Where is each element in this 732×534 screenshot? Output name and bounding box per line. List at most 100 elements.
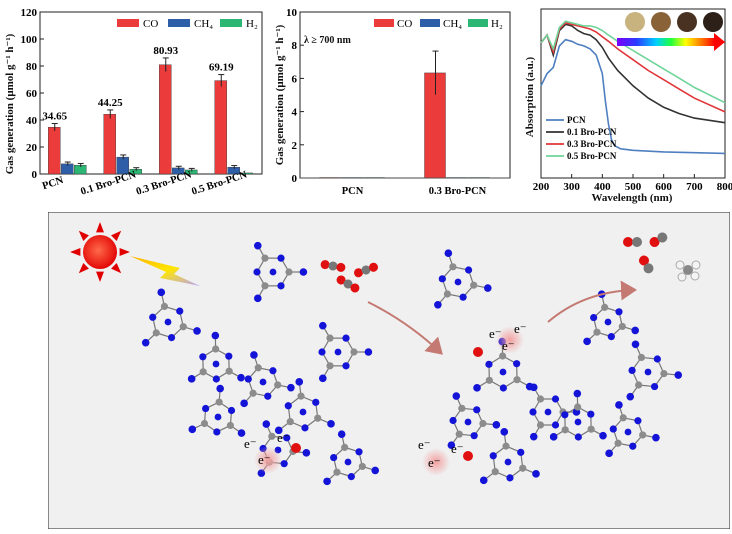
nitrogen-atom [202, 405, 209, 412]
x-tick-label: 500 [625, 181, 642, 193]
nitrogen-atom [253, 268, 260, 275]
nitrogen-atom [445, 249, 453, 257]
x-tick-label: 200 [533, 181, 550, 193]
electron-label: e⁻ [428, 455, 441, 470]
bar-CO-PCN [48, 127, 60, 174]
carbon-atom [227, 422, 234, 429]
carbon-atom [153, 329, 160, 336]
nitrogen-atom [225, 353, 232, 360]
nitrogen-atom [473, 384, 481, 392]
nitrogen-atom [631, 327, 639, 335]
legend-label-co: CO [143, 18, 158, 30]
y-tick-label: 80 [26, 61, 38, 73]
y-tick-label: 8 [292, 40, 298, 52]
carbon-atom [180, 323, 187, 330]
data-label: 34.65 [42, 111, 67, 123]
carbon-atom [614, 440, 621, 447]
y-tick-label: 6 [292, 73, 298, 85]
nitrogen-atom [513, 360, 520, 367]
electron-label: e⁻ [277, 430, 290, 445]
nitrogen-atom [615, 308, 622, 315]
electron-label: e⁻ [514, 321, 527, 336]
x-tick-label: 800 [717, 181, 732, 193]
nitrogen-atom [212, 332, 220, 340]
chart-c-ylabel: Absorption (a.u.) [524, 56, 536, 137]
carbon-atom [458, 405, 465, 412]
nitrogen-atom [216, 385, 224, 393]
nitrogen-atom [312, 399, 319, 406]
nitrogen-atom [629, 443, 636, 450]
chart-a-ylabel: Gas generation (μmol g⁻¹ h⁻¹) [4, 33, 16, 174]
carbon-atom [212, 345, 219, 352]
nitrogen-atom [615, 401, 623, 409]
carbon-atom [359, 463, 366, 470]
photocatalysis-mechanism-scheme: e⁻ e⁻ e⁻ e⁻ e⁻ e⁻ e⁻ e⁻ e⁻ [48, 212, 730, 529]
nitrogen-atom [608, 333, 615, 340]
nitrogen-atom [193, 327, 201, 335]
y-tick-label: 4 [292, 107, 298, 119]
nitrogen-atom [342, 335, 349, 342]
carbon-atom [326, 362, 333, 369]
y-tick-label: 60 [26, 88, 38, 100]
nitrogen-atom [168, 334, 175, 341]
legend-label-h2: H₂ [491, 18, 503, 30]
x-tick-label: PCN [342, 186, 364, 197]
carbon-atom [513, 376, 520, 383]
y-tick-label: 20 [26, 142, 38, 154]
carbon-atom [314, 415, 321, 422]
carbon-atom [449, 263, 456, 270]
nitrogen-atom [599, 432, 607, 440]
carbon-atom [574, 403, 581, 410]
carbon-atom [492, 468, 499, 475]
carbon-atom [326, 335, 333, 342]
oxygen-dopant-atom [291, 443, 301, 453]
nitrogen-atom [654, 355, 661, 362]
nitrogen-atom [473, 406, 480, 413]
x-tick-label: 600 [655, 181, 672, 193]
nitrogen-atom [652, 434, 660, 442]
nitrogen-atom [485, 361, 492, 368]
chart-b-legend: CO CH₄ H₂ [374, 18, 503, 30]
nitrogen-atom [626, 393, 634, 401]
nitrogen-atom [199, 353, 206, 360]
nitrogen-atom [157, 289, 165, 297]
nitrogen-atom [228, 407, 235, 414]
electron-label: e⁻ [489, 326, 502, 341]
nitrogen-atom [355, 448, 362, 455]
carbon-atom [274, 381, 281, 388]
carbon-atom [537, 421, 544, 428]
carbon-atom [486, 377, 493, 384]
nitrogen-atom [342, 362, 349, 369]
nitrogen-atom [215, 414, 222, 421]
chart-b-ylabel: Gas generation (μmol g⁻¹ h⁻¹) [274, 24, 286, 165]
nitrogen-atom [632, 340, 640, 348]
nitrogen-atom [262, 420, 270, 428]
nitrogen-atom [459, 294, 466, 301]
carbon-atom [268, 433, 275, 440]
nitrogen-atom [628, 367, 635, 374]
nitrogen-atom [625, 429, 632, 436]
legend-label-ch4: CH₄ [443, 18, 462, 30]
sun-icon [70, 222, 130, 282]
nitrogen-atom [651, 383, 658, 390]
electron-label: e⁻ [451, 441, 464, 456]
nitrogen-atom [254, 295, 262, 303]
nitrogen-atom [270, 269, 277, 276]
nitrogen-atom [545, 409, 552, 416]
nitrogen-atom [465, 419, 472, 426]
carbon-atom [200, 368, 207, 375]
y-tick-label: 2 [292, 140, 298, 152]
carbon-atom [285, 268, 292, 275]
legend-label: 0.5 Bro-PCN [567, 151, 617, 161]
y-tick-label: 0 [32, 169, 38, 181]
sample-photo-0.3 [677, 12, 697, 32]
nitrogen-atom [452, 392, 460, 400]
carbon-atom [588, 426, 595, 433]
nitrogen-atom [318, 348, 325, 355]
nitrogen-atom [575, 433, 582, 440]
nitrogen-atom [176, 308, 183, 315]
series-line-0.3-Bro-PCN [541, 23, 725, 112]
scheme-svg: e⁻ e⁻ e⁻ e⁻ e⁻ e⁻ e⁻ e⁻ e⁻ [48, 212, 730, 529]
